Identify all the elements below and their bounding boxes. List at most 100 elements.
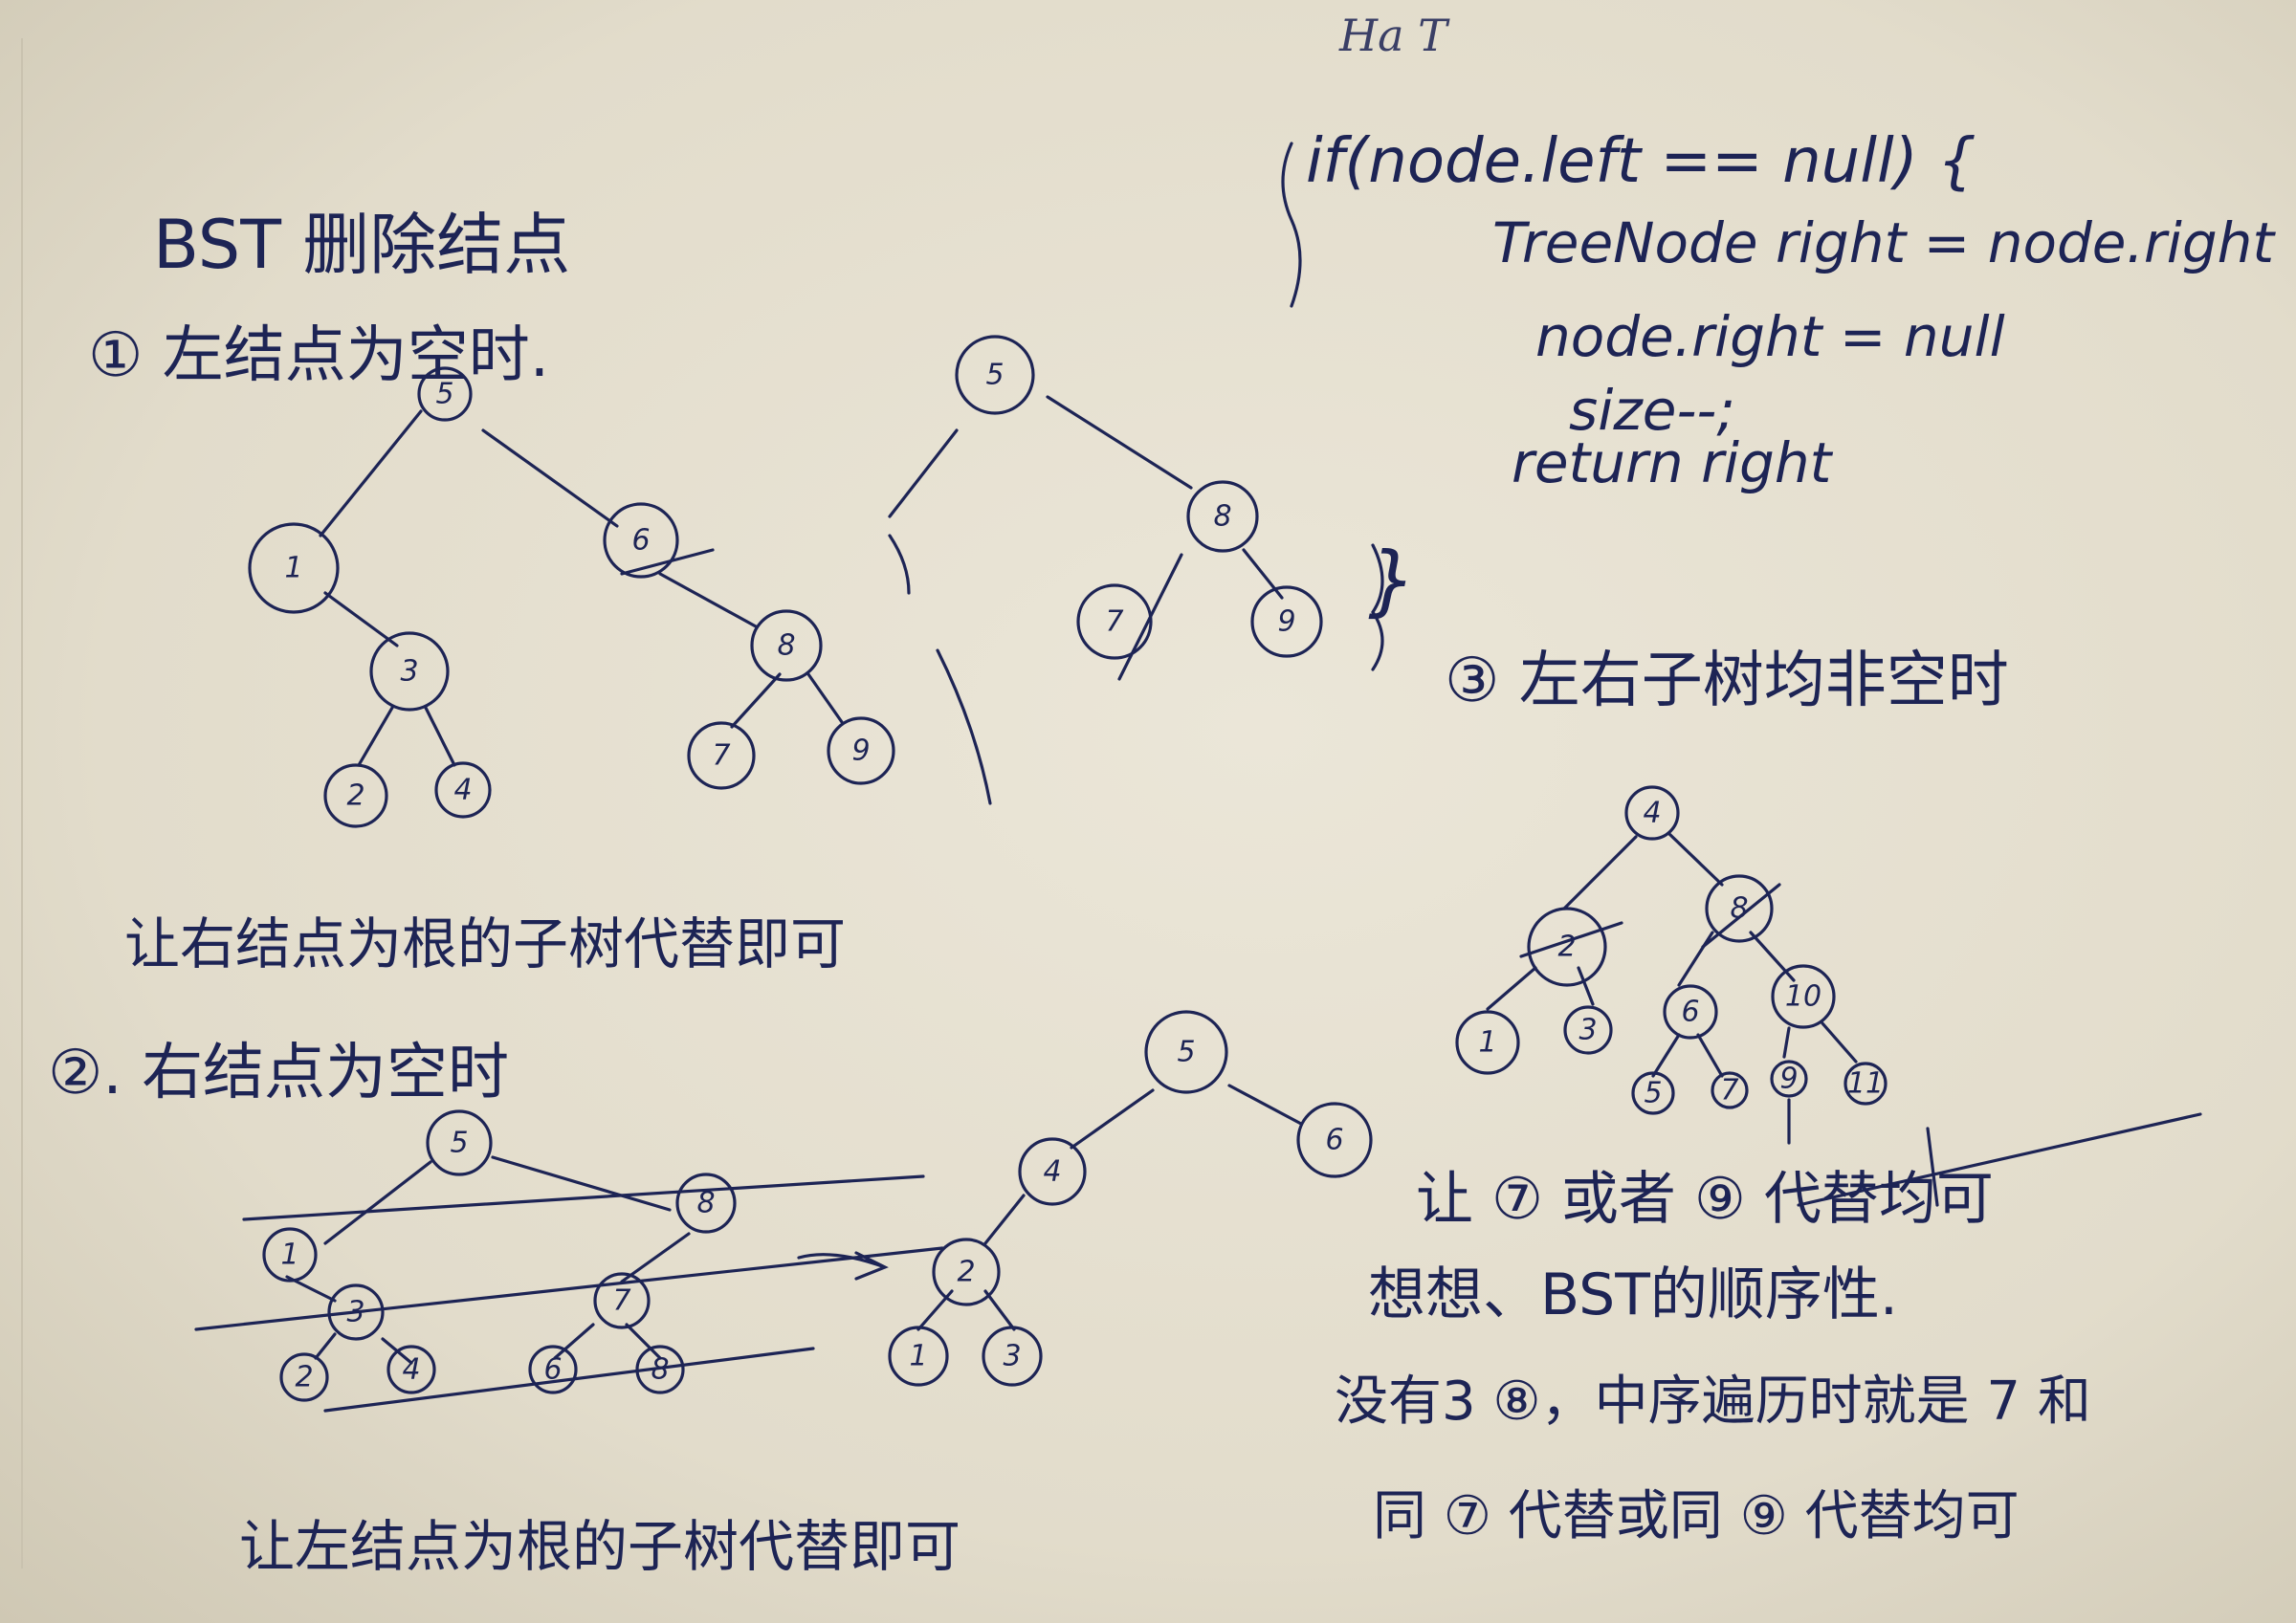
case1-caption: 让右结点为根的子树代替即可 [124, 911, 847, 976]
case1-heading: ① 左结点为空时. [88, 320, 550, 391]
tree1-strike-6 [620, 548, 715, 576]
tree2r-node [982, 1326, 1043, 1387]
tree3-edge-6-7 [1696, 1033, 1724, 1078]
tree3-node [1705, 874, 1774, 943]
code-line-1: if(node.left == null) { [1306, 126, 1976, 197]
tree1-node [369, 631, 450, 712]
tree1-node-label: 5 [435, 378, 453, 411]
tree2-node-label: 6 [543, 1353, 562, 1387]
tree1-node-label: 8 [777, 629, 795, 663]
tree1-node-label: 7 [712, 739, 730, 773]
tree2r-node [888, 1326, 949, 1387]
tree2r-node-label: 1 [909, 1340, 927, 1373]
tree3-edge-10-9 [1782, 1026, 1791, 1059]
tree1-edge-1-3 [323, 591, 399, 647]
code-bracket-left [888, 428, 992, 805]
tree1-node-label: 6 [631, 524, 650, 558]
tree3-node [1631, 1071, 1675, 1115]
tree2-node-label: 7 [612, 1284, 630, 1318]
tree3-edge-2-3 [1577, 966, 1595, 1006]
tree2-node-label: 2 [295, 1361, 313, 1394]
tree2r-node-label: 2 [957, 1256, 975, 1289]
tree2-node [528, 1345, 578, 1394]
tree3-edge-4-2 [1562, 835, 1638, 910]
top-scribble: Ha T [1339, 10, 1447, 61]
tree2-strike-3 [323, 1347, 815, 1413]
tree1r-edge-5-8 [1046, 395, 1193, 490]
page-title: BST 删除结点 [153, 206, 571, 284]
tree3-node [1455, 1010, 1520, 1075]
tree2-node [386, 1345, 436, 1394]
tree1-edge-5-1 [319, 409, 423, 537]
tree2-node [635, 1345, 685, 1394]
tree1-node-label: 3 [400, 655, 418, 689]
tree3-node [1663, 984, 1718, 1040]
code-line-5: return right [1512, 430, 1832, 495]
tree1r-node [1186, 480, 1259, 553]
tree3-node [1843, 1062, 1888, 1106]
tree2-edge-7-6 [553, 1323, 595, 1360]
tree2r-edge-2-3 [983, 1289, 1016, 1331]
tree2r-node-label: 5 [1177, 1036, 1195, 1069]
code-line-2: TreeNode right = node.right [1492, 210, 2275, 275]
tree1r-node [955, 335, 1035, 415]
tree2-strike-2 [194, 1246, 944, 1331]
tree2-edge-5-8 [491, 1155, 672, 1212]
tree2-node-label: 4 [402, 1353, 420, 1387]
tree3-edge-10-11 [1821, 1021, 1858, 1064]
tree2-node [593, 1272, 651, 1329]
tree1r-node-label: 7 [1105, 605, 1123, 639]
tree3-node [1624, 785, 1680, 841]
tree2-edge-7-8 [625, 1323, 662, 1360]
tree2-strike-1 [242, 1174, 925, 1221]
tree1-node [434, 761, 492, 819]
tree3-node [1527, 907, 1607, 987]
tree1-edge-6-8 [658, 572, 758, 628]
tree2-node [279, 1352, 329, 1402]
tree2-node-label: 8 [651, 1353, 669, 1387]
tree3-node-label: 8 [1730, 892, 1748, 926]
tree2-node-label: 1 [280, 1239, 298, 1272]
tree2-edge-3-2 [314, 1332, 337, 1360]
tree2r-node [1144, 1010, 1228, 1094]
tree3-strike-8 [1701, 883, 1781, 949]
tree3-node-label: 10 [1785, 980, 1821, 1014]
tree3-node-label: 1 [1478, 1026, 1496, 1060]
tree3-strike-2 [1519, 921, 1623, 958]
tree2r-edge-5-6 [1227, 1084, 1303, 1126]
tree1-node [827, 716, 895, 785]
tree3-node-label: 6 [1681, 996, 1699, 1029]
tree2-node [327, 1283, 385, 1341]
tree1-edge-8-9 [806, 672, 844, 724]
tree1-node-label: 1 [284, 552, 302, 585]
tree3-node [1770, 1060, 1808, 1098]
tree3-node [1771, 964, 1836, 1029]
code-line-3: node.right = null [1535, 304, 2005, 369]
code-bracket-right [1371, 543, 1384, 671]
tree2r-node-label: 4 [1043, 1155, 1061, 1189]
tree1-node [323, 763, 388, 828]
tree3-node-label: 11 [1847, 1067, 1884, 1101]
tree1r-node-label: 9 [1277, 605, 1295, 639]
tree1-node [603, 502, 679, 579]
tree3-vert-2 [1926, 1127, 1939, 1207]
tree3-node-label: 2 [1557, 931, 1576, 964]
tree2-node [426, 1109, 493, 1176]
tree2-arrow [797, 1251, 889, 1281]
tree1r-node-label: 8 [1213, 500, 1231, 534]
tree3-strike-caption [1797, 1112, 2202, 1207]
tree1-edge-3-2 [357, 706, 394, 767]
bst-thought-line-1: 想想、BST的顺序性. [1368, 1261, 1898, 1328]
tree1-edge-5-6 [481, 428, 619, 528]
tree1r-node [1076, 583, 1153, 660]
tree1r-edge-8-9 [1242, 548, 1284, 600]
tree1-node [417, 366, 473, 422]
case3-heading: ③ 左右子树均非空时 [1445, 646, 2009, 716]
tree1-node-label: 4 [453, 774, 472, 807]
tree1-node-label: 9 [851, 735, 870, 768]
tree3-node-label: 4 [1643, 797, 1661, 830]
tree1-edge-3-4 [424, 706, 456, 767]
tree1-edge-8-7 [730, 672, 782, 729]
tree3-edge-6-5 [1651, 1033, 1681, 1078]
